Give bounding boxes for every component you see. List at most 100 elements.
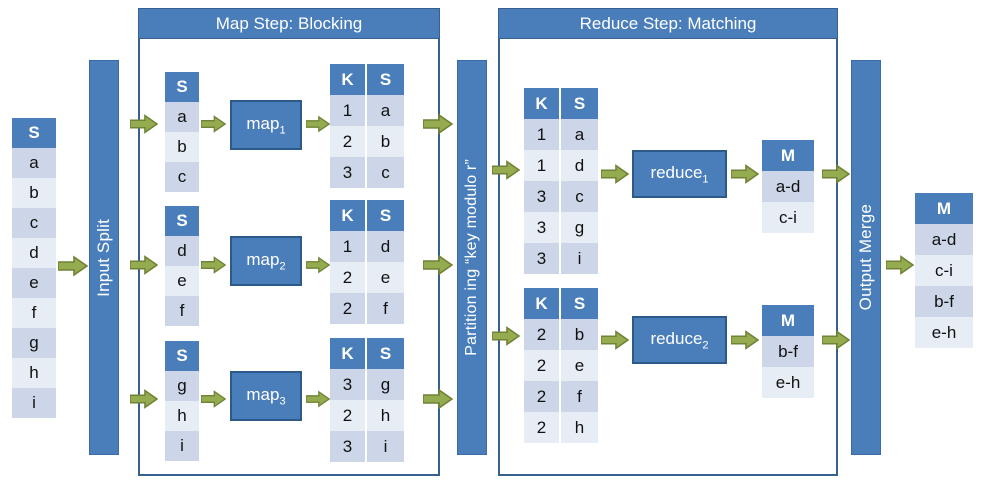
table-cell: 2: [330, 126, 367, 157]
column-header: S: [176, 211, 188, 230]
table-cell: b-f: [762, 336, 814, 367]
flow-arrow-icon: [130, 255, 158, 275]
column-header: K: [524, 88, 561, 119]
table-row: g: [165, 371, 199, 401]
table-cell: g: [165, 371, 199, 401]
table-row: f: [165, 296, 199, 326]
table-cell: f: [367, 293, 404, 324]
table-cell: 3: [330, 157, 367, 188]
map-process-1[interactable]: map1: [230, 100, 302, 150]
flow-arrow-icon: [201, 114, 226, 134]
table-cell: c: [165, 162, 199, 192]
table-cell: g: [12, 328, 56, 358]
map-process-2[interactable]: map2: [230, 236, 302, 286]
table-row: d: [12, 238, 56, 268]
table-cell: d: [165, 236, 199, 266]
table-cell: i: [367, 431, 404, 462]
table-header-row: S: [165, 341, 199, 371]
table-cell: 1: [524, 150, 561, 181]
table-cell: e: [367, 262, 404, 293]
table-header-row: M: [762, 140, 814, 171]
flow-arrow-icon: [731, 164, 759, 184]
table-row: c-i: [762, 202, 814, 233]
table-cell: 1: [330, 95, 367, 126]
table-cell: b: [12, 178, 56, 208]
table-row: a: [165, 102, 199, 132]
reduce-process-2-label: reduce2: [650, 328, 709, 352]
table-cell: h: [165, 401, 199, 431]
flow-arrow-icon: [492, 160, 520, 180]
table-cell: 3: [524, 181, 561, 212]
table-cell: b: [165, 132, 199, 162]
table-row: d: [165, 236, 199, 266]
table-cell: e: [561, 350, 598, 381]
flow-arrow-icon: [492, 326, 520, 346]
flow-arrow-icon: [822, 164, 850, 184]
table-row: b: [165, 132, 199, 162]
table-row: e: [12, 268, 56, 298]
flow-arrow-icon: [886, 255, 914, 275]
table-cell: e-h: [762, 367, 814, 398]
column-header: S: [379, 205, 392, 225]
table-row: a-d: [915, 224, 973, 255]
table-row: i: [12, 388, 56, 418]
table-row: h: [165, 401, 199, 431]
table-cell: 2: [524, 412, 561, 443]
table-row: c: [12, 208, 56, 238]
table-cell: f: [165, 296, 199, 326]
flow-arrow-icon: [130, 114, 158, 134]
map-process-3[interactable]: map3: [230, 371, 302, 421]
flow-arrow-icon: [822, 330, 850, 350]
column-header: S: [379, 343, 392, 363]
table-cell: c: [561, 181, 598, 212]
flow-arrow-icon: [423, 389, 453, 409]
column-header: M: [936, 198, 952, 218]
table-cell: g: [561, 212, 598, 243]
table-row: c-i: [915, 255, 973, 286]
partitioning-bar: Partition ing “key modulo r”: [457, 60, 487, 455]
table-row: b: [12, 178, 56, 208]
table-cell: 2: [524, 381, 561, 412]
table-cell: 2: [524, 319, 561, 350]
table-cell: b: [367, 126, 404, 157]
column-header: S: [28, 123, 40, 142]
table-cell: d: [561, 150, 598, 181]
table-cell: 1: [330, 231, 367, 262]
table-cell: g: [367, 369, 404, 400]
table-cell: 2: [524, 350, 561, 381]
table-row: e-h: [762, 367, 814, 398]
flow-arrow-icon: [601, 164, 629, 184]
table-cell: a-d: [915, 224, 973, 255]
table-header-row: S: [165, 206, 199, 236]
table-row: a-d: [762, 171, 814, 202]
reduce-process-1[interactable]: reduce1: [632, 150, 727, 198]
reduce-process-2[interactable]: reduce2: [632, 316, 727, 364]
map-step-title: Map Step: Blocking: [138, 8, 440, 39]
table-cell: f: [561, 381, 598, 412]
table-cell: 3: [524, 243, 561, 274]
table-row: b-f: [915, 286, 973, 317]
column-header: K: [330, 338, 367, 369]
